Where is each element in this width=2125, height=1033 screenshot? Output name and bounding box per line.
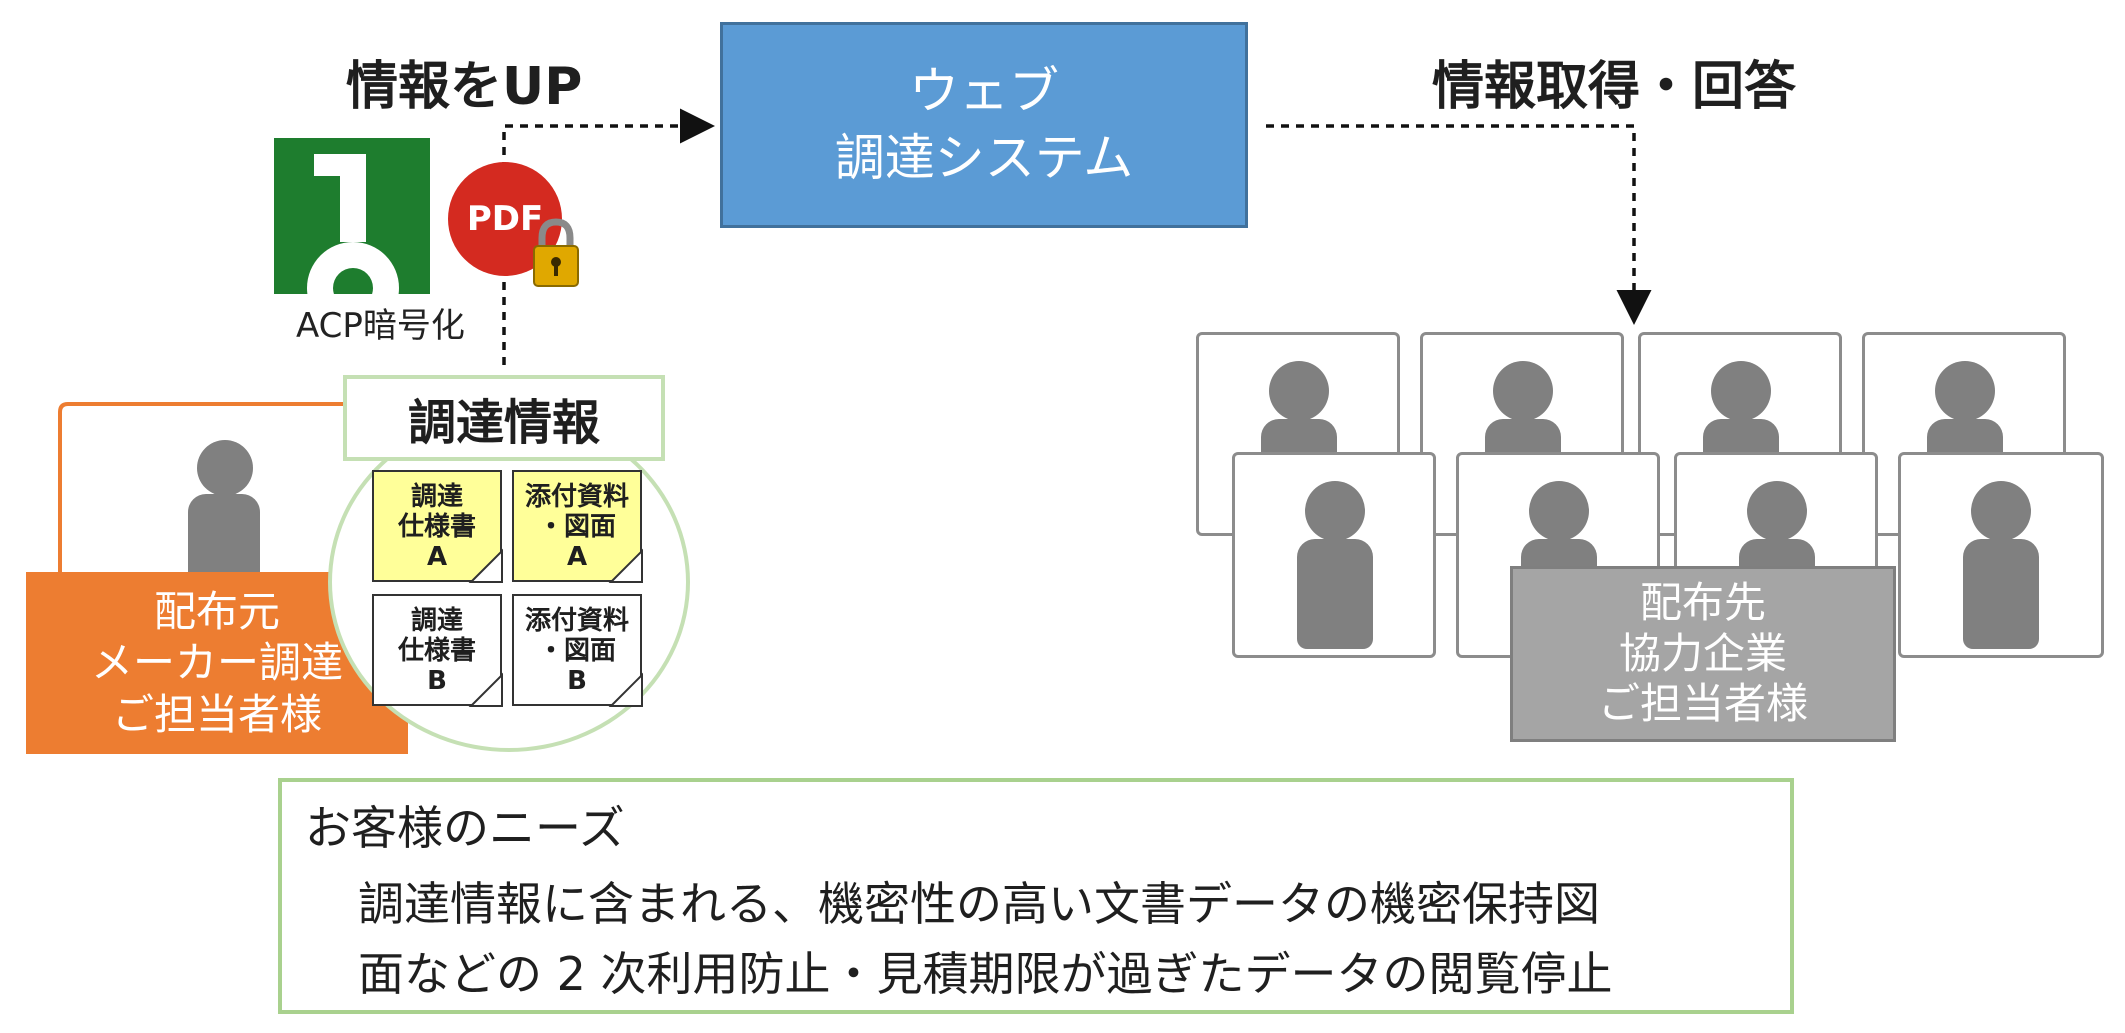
doc-line: ・図面: [537, 512, 616, 543]
needs-line2: 面などの 2 次利用防止・見積期限が過ぎたデータの閲覧停止: [358, 947, 1613, 1001]
distributor-line1: 配布元: [153, 587, 280, 637]
partner-line1: 配布先: [1639, 578, 1766, 628]
customer-needs-box: [278, 778, 1794, 1014]
doc-attachment-a: 添付資料 ・図面 A: [512, 470, 642, 582]
doc-line: 調達: [410, 482, 463, 513]
doc-spec-b: 調達 仕様書 B: [372, 594, 502, 706]
acp-keyhole-logo-icon: [274, 138, 430, 294]
doc-line: 仕様書: [397, 636, 476, 667]
partner-line2: 協力企業: [1618, 628, 1787, 678]
partner-card: [1232, 452, 1436, 658]
doc-line: A: [566, 541, 588, 572]
padlock-icon: [530, 218, 582, 288]
doc-line: ・図面: [537, 636, 616, 667]
partner-card: [1898, 452, 2104, 658]
doc-attachment-b: 添付資料 ・図面 B: [512, 594, 642, 706]
doc-line: 添付資料: [524, 606, 629, 637]
info-get-heading: 情報取得・回答: [1432, 57, 1797, 117]
web-system-line1: ウェブ: [909, 61, 1059, 120]
doc-line: B: [427, 665, 447, 696]
pdf-label: PDF: [466, 199, 544, 239]
pdf-icon: PDF: [448, 162, 562, 276]
upload-arrow: [502, 108, 715, 365]
info-up-heading: 情報をUP: [346, 57, 583, 117]
web-procurement-system: ウェブ 調達システム: [720, 22, 1248, 228]
doc-spec-a: 調達 仕様書 A: [372, 470, 502, 582]
web-system-line2: 調達システム: [834, 129, 1134, 187]
distributor-person-icon: [184, 440, 264, 584]
distributor-line3: ご担当者様: [111, 689, 322, 739]
distribute-arrow: [1266, 124, 1652, 325]
distributor-outline: [58, 402, 350, 572]
acp-caption: ACP暗号化: [296, 306, 465, 346]
doc-line: 仕様書: [397, 512, 476, 543]
procurement-info-label: 調達情報: [343, 375, 665, 461]
distributor-line2: メーカー調達: [90, 638, 343, 688]
distributor-box: 配布元 メーカー調達 ご担当者様: [26, 572, 408, 754]
doc-line: 添付資料: [524, 482, 629, 513]
doc-line: B: [567, 665, 587, 696]
needs-line1: 調達情報に含まれる、機密性の高い文書データの機密保持図: [358, 877, 1600, 931]
doc-line: 調達: [410, 606, 463, 637]
needs-title: お客様のニーズ: [305, 801, 625, 855]
partner-line3: ご担当者様: [1597, 679, 1808, 729]
partner-box: 配布先 協力企業 ご担当者様: [1510, 566, 1896, 742]
doc-line: A: [426, 541, 448, 572]
